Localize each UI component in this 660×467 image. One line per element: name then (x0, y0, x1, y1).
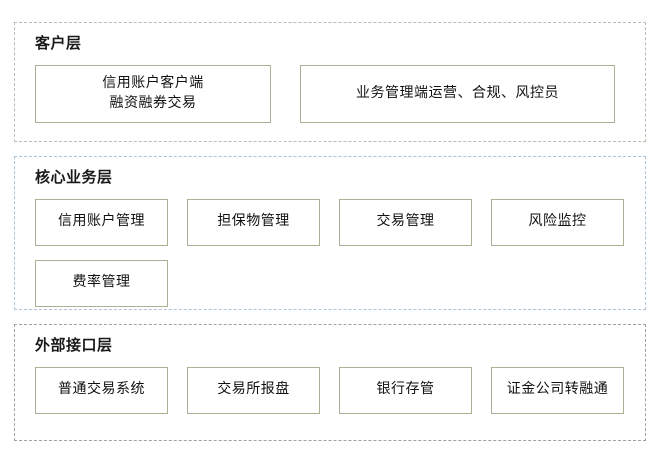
node-risk-monitoring[interactable]: 风险监控 (491, 199, 624, 246)
node-exchange-quotation[interactable]: 交易所报盘 (187, 367, 320, 414)
layer-title-client: 客户层 (35, 36, 82, 52)
layer-client: 客户层 信用账户客户端 融资融券交易 业务管理端运营、合规、风控员 (14, 22, 646, 142)
node-label: 交易管理 (376, 214, 435, 230)
node-collateral-management[interactable]: 担保物管理 (187, 199, 320, 246)
node-label: 交易所报盘 (217, 382, 290, 398)
node-label: 业务管理端运营、合规、风控员 (356, 84, 559, 104)
node-csf-refinancing[interactable]: 证金公司转融通 (491, 367, 624, 414)
node-label-line: 信用账户客户端 (102, 75, 204, 91)
node-row: 普通交易系统 交易所报盘 银行存管 证金公司转融通 (35, 367, 625, 414)
node-business-admin-console[interactable]: 业务管理端运营、合规、风控员 (300, 65, 615, 123)
layer-title-external-interface: 外部接口层 (35, 338, 113, 354)
node-row: 信用账户管理 担保物管理 交易管理 风险监控 (35, 199, 625, 246)
node-label: 费率管理 (72, 275, 131, 291)
node-ordinary-trading-system[interactable]: 普通交易系统 (35, 367, 168, 414)
node-label: 银行存管 (376, 382, 435, 398)
layer-external-interface: 外部接口层 普通交易系统 交易所报盘 银行存管 证金公司转融通 (14, 324, 646, 441)
layer-core-business: 核心业务层 信用账户管理 担保物管理 交易管理 风险监控 费率管理 (14, 156, 646, 310)
node-label-line: 融资融券交易 (109, 96, 197, 111)
node-credit-account-client[interactable]: 信用账户客户端 融资融券交易 (35, 65, 271, 123)
node-label: 信用账户客户端 融资融券交易 (102, 74, 204, 115)
node-bank-custody[interactable]: 银行存管 (339, 367, 472, 414)
node-label: 风险监控 (528, 214, 587, 230)
node-fee-rate-management[interactable]: 费率管理 (35, 260, 168, 307)
node-credit-account-management[interactable]: 信用账户管理 (35, 199, 168, 246)
layer-title-core-business: 核心业务层 (35, 170, 113, 186)
node-row: 费率管理 (35, 260, 625, 307)
node-label: 信用账户管理 (58, 214, 145, 230)
node-label: 普通交易系统 (58, 382, 145, 398)
node-row: 信用账户客户端 融资融券交易 业务管理端运营、合规、风控员 (35, 65, 625, 123)
node-trade-management[interactable]: 交易管理 (339, 199, 472, 246)
node-label: 担保物管理 (217, 214, 290, 230)
node-label-line: 业务管理端运营、合规、风控员 (356, 85, 559, 101)
node-label: 证金公司转融通 (506, 382, 609, 398)
